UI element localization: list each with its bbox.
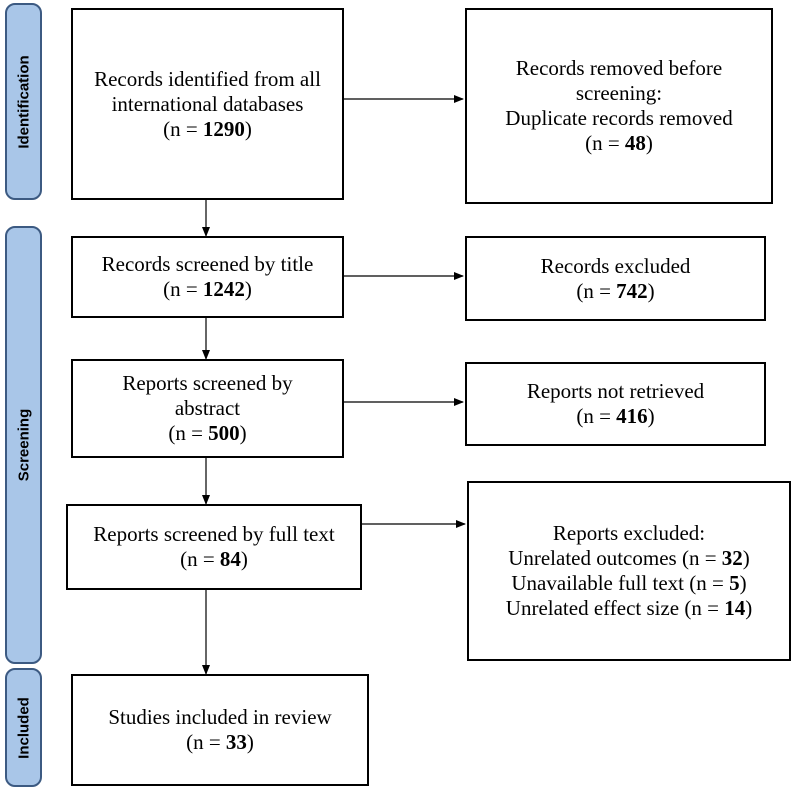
records-identified-line-2: international databases xyxy=(111,91,304,116)
studies-included-line-1: Studies included in review xyxy=(108,705,332,729)
reports-screened-abstract-line-2: abstract xyxy=(174,396,241,420)
box-reports-screened-fulltext: Reports screened by full text (n = 84) xyxy=(66,504,362,590)
reports-screened-fulltext-line-1: Reports screened by full text xyxy=(93,522,335,546)
reports-not-retrieved-line-1: Reports not retrieved xyxy=(526,379,705,403)
records-excluded-count: (n = 742) xyxy=(576,278,655,303)
reports-excluded-title: Reports excluded: xyxy=(552,521,706,545)
box-records-removed: Records removed before screening: Duplic… xyxy=(465,8,773,204)
reports-screened-abstract-line-1: Reports screened by xyxy=(122,371,293,395)
records-removed-line-3: Duplicate records removed xyxy=(505,106,733,130)
reports-screened-fulltext-count: (n = 84) xyxy=(180,547,248,571)
records-screened-title-count: (n = 1242) xyxy=(163,277,252,301)
records-removed-line-1: Records removed before xyxy=(515,56,723,80)
reports-screened-abstract-count: (n = 500) xyxy=(168,421,247,445)
records-identified-line-1: Records identified from all xyxy=(94,66,321,91)
box-reports-screened-abstract: Reports screened by abstract (n = 500) xyxy=(71,359,344,458)
box-records-excluded: Records excluded (n = 742) xyxy=(465,236,766,321)
reports-excluded-reason: Unavailable full text (n = 5) xyxy=(511,571,747,595)
box-records-screened-title: Records screened by title (n = 1242) xyxy=(71,236,344,318)
records-removed-line-2: screening: xyxy=(575,81,663,105)
records-screened-title-line-1: Records screened by title xyxy=(101,252,314,276)
phase-screening: Screening xyxy=(5,226,42,664)
phase-identification: Identification xyxy=(5,3,42,200)
phase-included: Included xyxy=(5,668,42,787)
box-reports-not-retrieved: Reports not retrieved (n = 416) xyxy=(465,362,766,446)
box-records-identified: Records identified from all internationa… xyxy=(71,8,344,200)
box-reports-excluded: Reports excluded: Unrelated outcomes (n … xyxy=(467,481,791,661)
reports-excluded-reason: Unrelated outcomes (n = 32) xyxy=(508,546,750,570)
reports-excluded-reason: Unrelated effect size (n = 14) xyxy=(505,596,753,620)
reports-not-retrieved-count: (n = 416) xyxy=(576,404,655,428)
records-excluded-line-1: Records excluded xyxy=(540,253,691,278)
studies-included-count: (n = 33) xyxy=(186,730,254,754)
records-identified-count: (n = 1290) xyxy=(163,116,252,141)
records-removed-count: (n = 48) xyxy=(585,131,653,155)
box-studies-included: Studies included in review (n = 33) xyxy=(71,674,369,786)
